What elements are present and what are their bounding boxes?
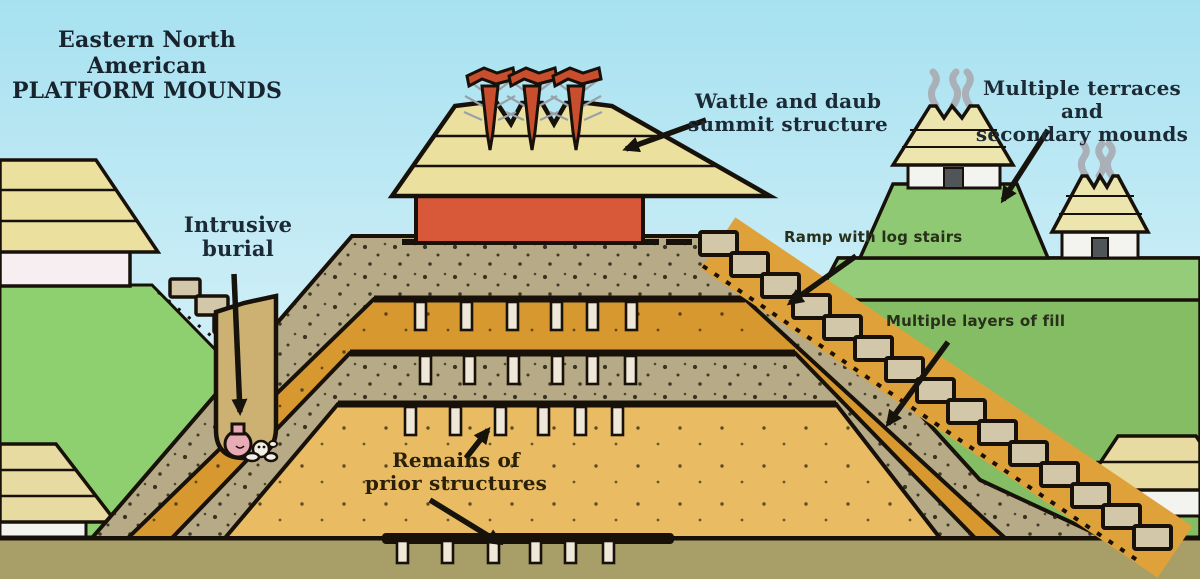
label-remains: Remains of prior structures [364,448,548,496]
burial-bones [243,439,279,463]
door [943,167,964,189]
arrow-ramp [786,253,858,306]
arrow-remains-up [463,426,491,460]
left-terrace-house [0,158,162,288]
annotation-arrows [231,117,1051,546]
burial-shaft [213,293,279,463]
roof-finial-icon [463,66,603,151]
arrow-remains-down [428,497,504,546]
arrow-terraces [1000,128,1051,204]
post-remains [403,300,639,437]
diagram-title: Eastern North American PLATFORM MOUNDS [4,27,290,105]
summit-structure [387,66,779,245]
label-wattle-daub: Wattle and daub summit structure [688,89,888,137]
smoke-plume-icon [927,68,974,110]
smoke-plume-icon [1077,140,1116,180]
title-line1: Eastern North American [58,27,236,79]
terrace-house [1049,140,1151,260]
label-terraces: Multiple terraces and secondary mounds [975,76,1189,147]
label-intrusive-burial: Intrusive burial [183,212,293,262]
arrow-wattle-daub [622,117,707,153]
label-ramp: Ramp with log stairs [784,228,963,246]
title-line2: PLATFORM MOUNDS [11,78,283,105]
secondary-mound [857,182,1051,260]
arrow-layers-fill [885,340,951,428]
ground [0,535,1200,579]
secondary-mound-house [889,68,1017,190]
wattle-daub-wall [414,194,645,245]
door [1091,237,1109,259]
log-stairs [698,230,1173,551]
burial-pot [223,422,253,459]
label-layers-fill: Multiple layers of fill [886,312,1066,330]
main-mound [87,234,1106,540]
buried-surfaces [338,295,836,437]
prior-structure-floor [382,533,674,565]
arrow-intrusive-burial [231,273,248,416]
